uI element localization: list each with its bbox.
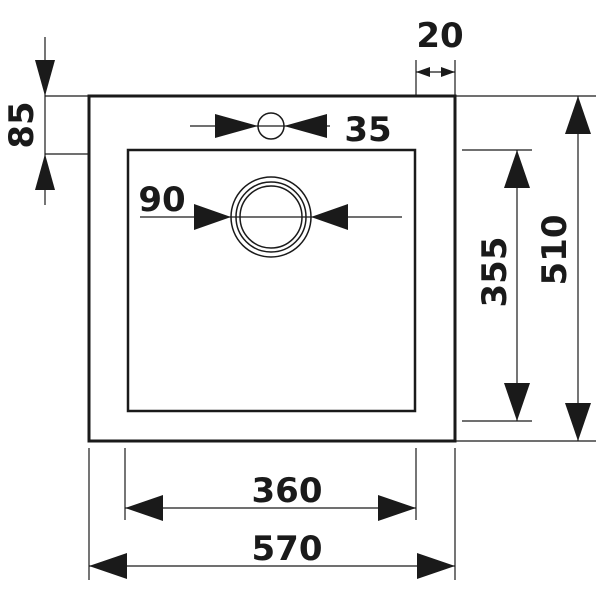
dimension-label-outer-width: 570 xyxy=(252,529,323,569)
dimension-top-margin xyxy=(35,37,89,205)
dimension-label-top-margin: 85 xyxy=(2,101,42,148)
dimension-label-outer-height: 510 xyxy=(535,215,575,286)
dimension-side-margin xyxy=(416,60,455,96)
dimension-label-inner-height: 355 xyxy=(475,237,515,308)
dimension-label-drain: 90 xyxy=(138,180,185,220)
dimension-tap-hole xyxy=(190,114,330,138)
dimension-label-inner-width: 360 xyxy=(252,471,323,511)
sink-outer-outline xyxy=(89,96,455,441)
dimension-label-tap-hole: 35 xyxy=(344,110,391,150)
dimension-label-side-margin: 20 xyxy=(416,16,463,56)
